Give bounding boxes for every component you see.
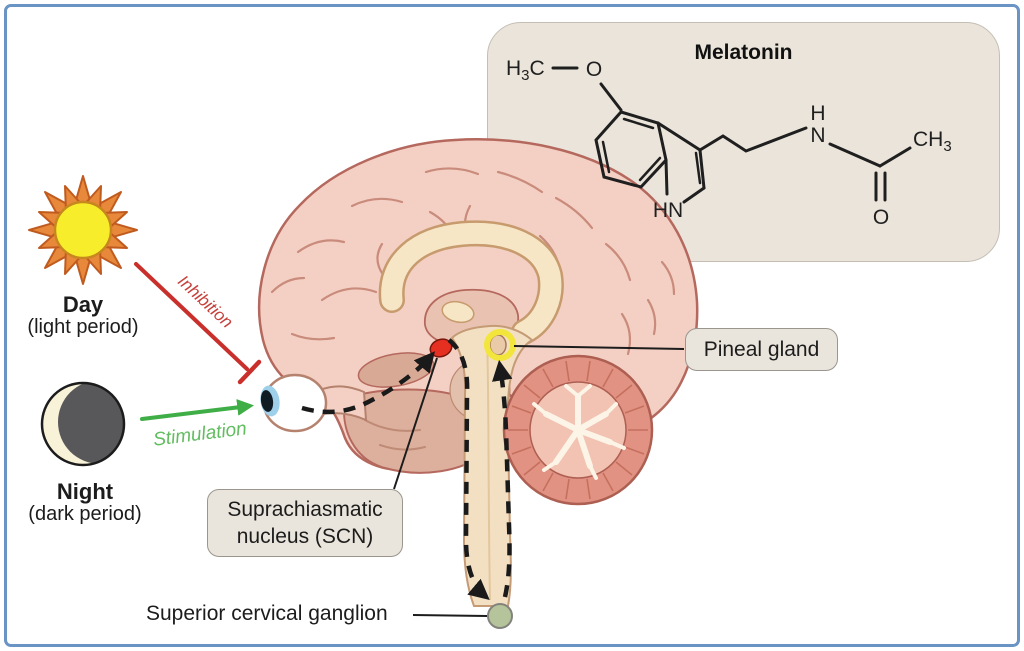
pineal-label-box: Pineal gland bbox=[685, 328, 838, 371]
ganglion-dot bbox=[487, 603, 513, 629]
melatonin-structure: H3C O HN H N CH3 O bbox=[506, 57, 952, 229]
inhibition-arrow bbox=[134, 262, 262, 385]
path-retina-to-scn bbox=[301, 351, 436, 415]
cerebellum-striations bbox=[508, 360, 648, 500]
night-label: Night bbox=[56, 479, 114, 504]
ganglion-label: Superior cervical ganglion bbox=[146, 602, 388, 625]
scn-label-line1: Suprachiasmatic bbox=[227, 498, 383, 521]
pupil bbox=[260, 390, 274, 412]
neural-pathways bbox=[301, 338, 513, 601]
path-scn-to-ganglion bbox=[447, 338, 490, 601]
sun-core bbox=[53, 200, 113, 260]
brainstem-midline bbox=[486, 339, 491, 601]
brain-illustration bbox=[257, 138, 699, 607]
arbor-vitae bbox=[532, 384, 626, 480]
methoxy-label: H3C bbox=[506, 57, 545, 84]
scn-label-line2: nucleus (SCN) bbox=[236, 525, 374, 548]
night-sublabel: (dark period) bbox=[28, 503, 142, 525]
pineal-ring bbox=[484, 329, 516, 361]
corpus-callosum bbox=[381, 222, 562, 343]
pointer-lines bbox=[393, 345, 685, 617]
pineal-pointer-line bbox=[513, 345, 685, 350]
panel-title: Melatonin bbox=[694, 41, 793, 64]
temporal-sulci bbox=[364, 419, 426, 451]
thalamus-oval bbox=[441, 300, 475, 324]
structure-atoms: H3C O HN H N CH3 O bbox=[506, 57, 952, 229]
day-label: Day bbox=[62, 292, 104, 317]
ether-o-label: O bbox=[586, 58, 602, 81]
pineal-label: Pineal gland bbox=[703, 337, 820, 361]
scn-label-box: Suprachiasmatic nucleus (SCN) bbox=[207, 489, 403, 557]
moon-outline bbox=[40, 381, 126, 467]
day-sublabel: (light period) bbox=[27, 316, 139, 338]
structure-bonds bbox=[551, 66, 912, 204]
moon-shadow bbox=[58, 383, 124, 464]
moon-icon bbox=[40, 381, 126, 467]
amide-h-label: H bbox=[810, 102, 825, 125]
ganglion-pointer-line bbox=[412, 614, 488, 617]
carbonyl-o-label: O bbox=[873, 206, 889, 229]
amide-n-label: N bbox=[810, 124, 825, 147]
ring-hn-label: HN bbox=[653, 199, 683, 222]
path-ganglion-to-pineal bbox=[492, 359, 513, 598]
sun-icon bbox=[28, 175, 138, 285]
methyl-label: CH3 bbox=[913, 128, 952, 155]
scn-pointer-line bbox=[393, 357, 438, 490]
stimulation-arrow bbox=[140, 399, 255, 421]
